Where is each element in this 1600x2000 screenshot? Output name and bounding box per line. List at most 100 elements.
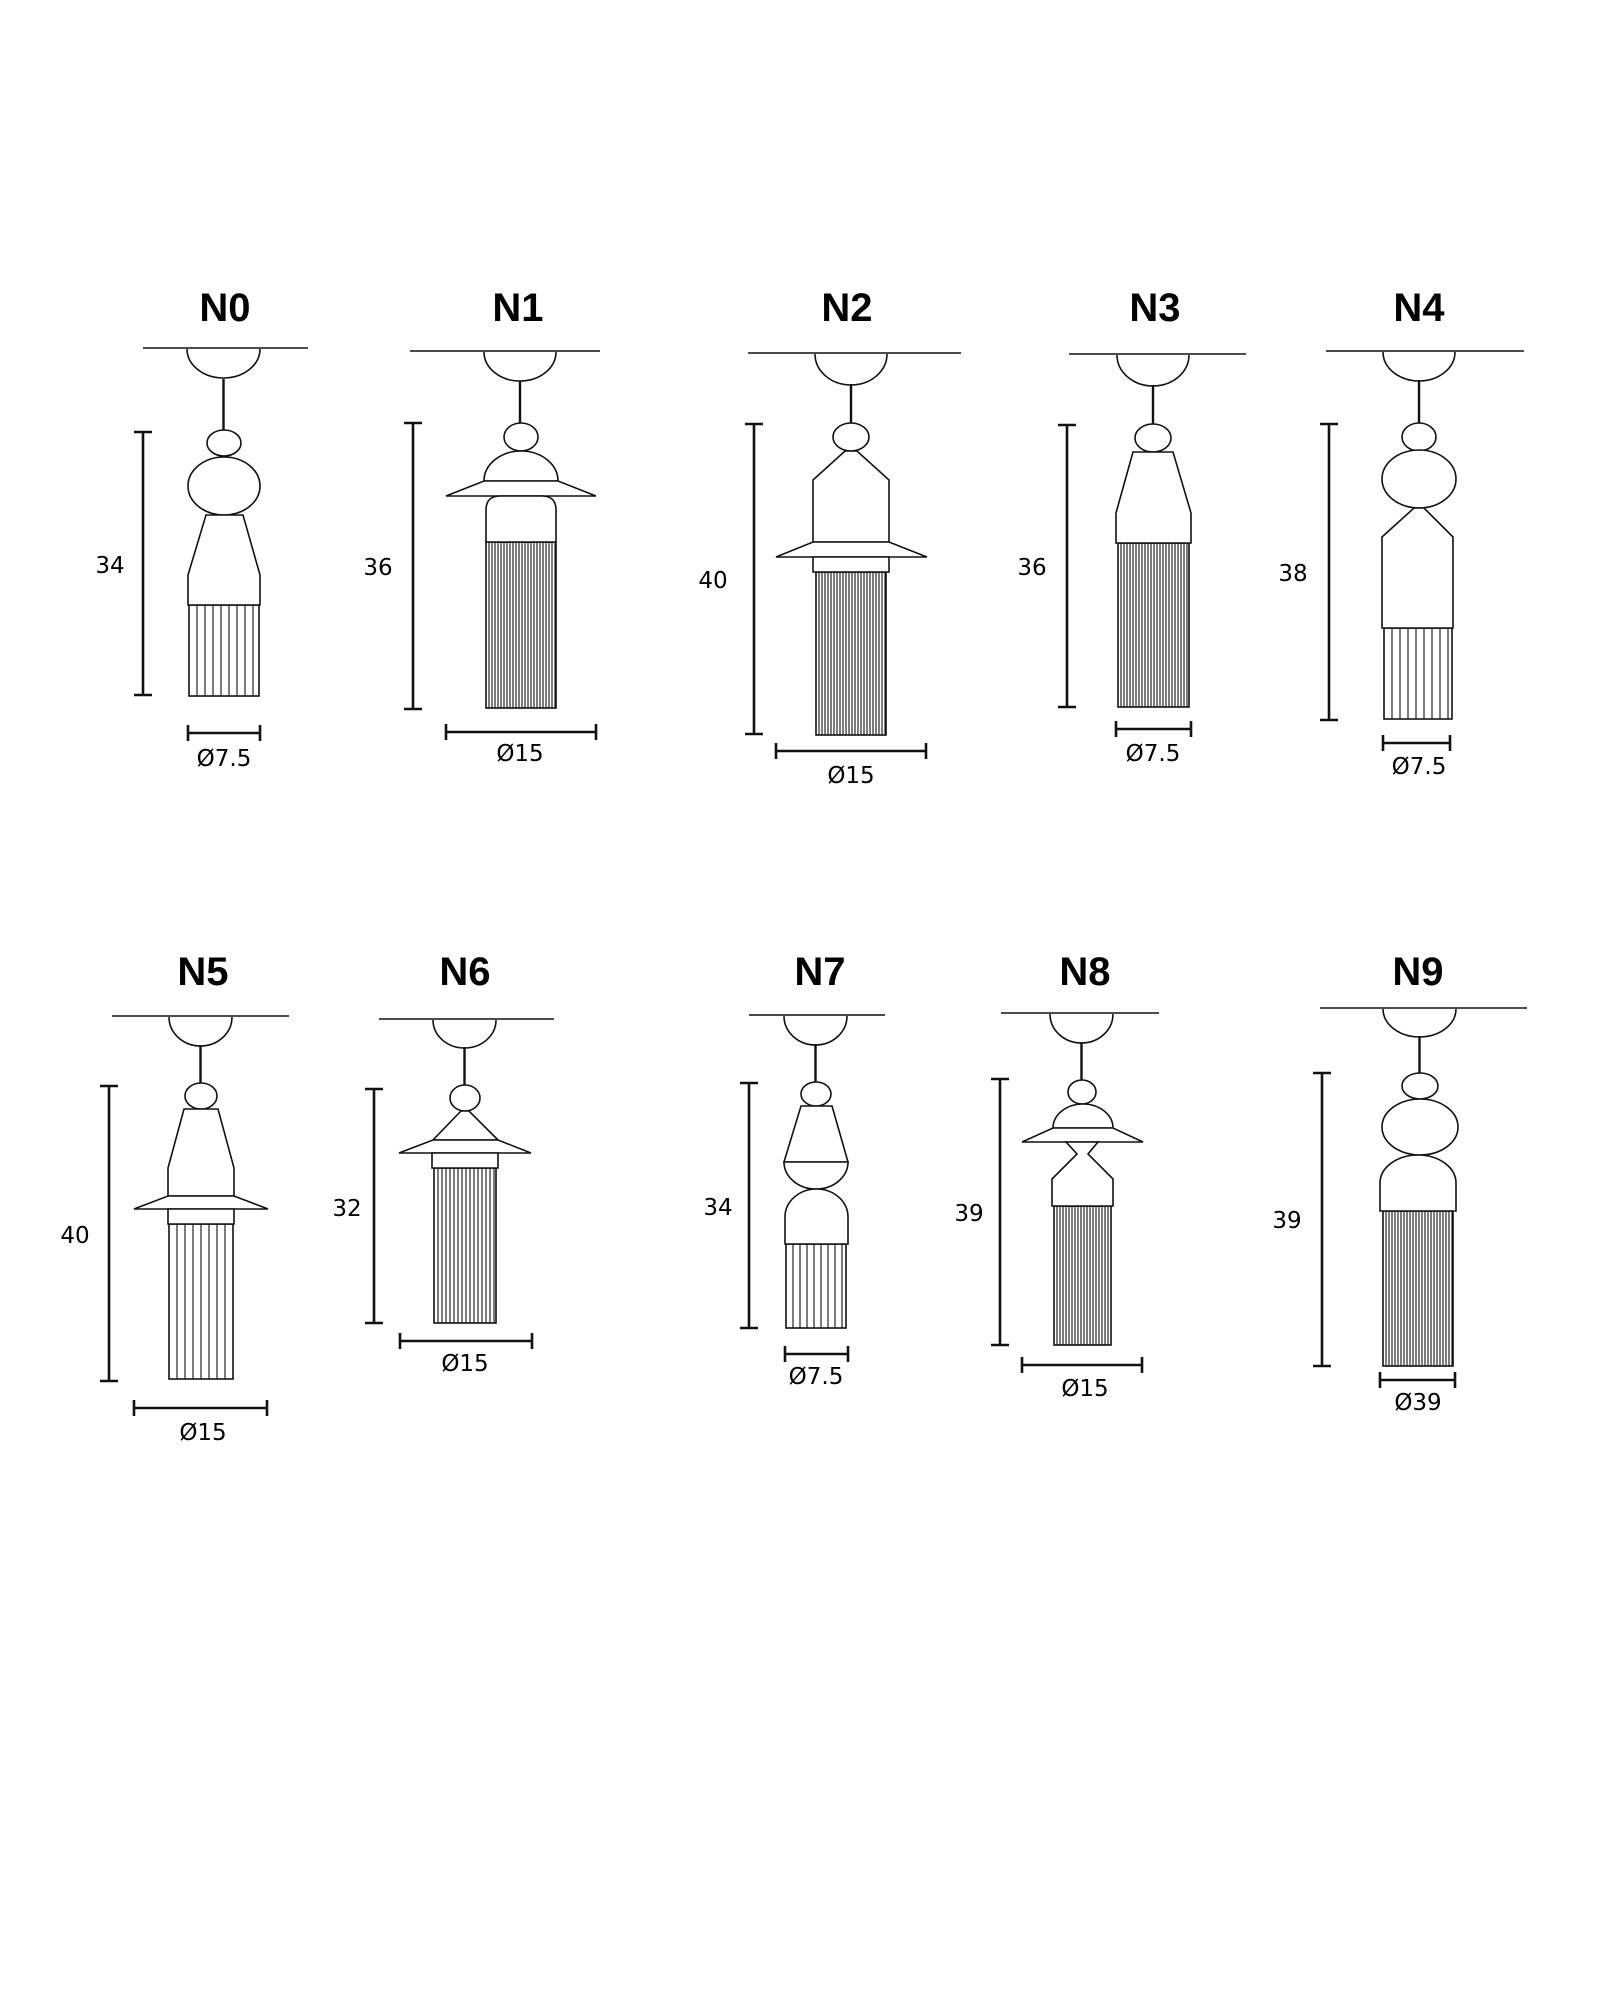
- glass-sphere: [800, 1081, 832, 1107]
- ceiling-canopy: [1049, 1013, 1114, 1044]
- diameter-dimension: Ø7.5: [186, 725, 262, 772]
- height-dimension: 39: [954, 1077, 1009, 1347]
- lamp-body-segment: [167, 1108, 235, 1197]
- height-dimension: 36: [363, 421, 422, 711]
- diameter-label: Ø15: [441, 1351, 488, 1377]
- height-label: 39: [954, 1201, 983, 1227]
- height-dimension: 36: [1017, 423, 1076, 709]
- lamp-dome-segment: [783, 1161, 849, 1190]
- height-label: 39: [1272, 1208, 1301, 1234]
- height-label: 36: [1017, 555, 1046, 581]
- lamp-dome-segment: [485, 495, 557, 543]
- glass-sphere: [1401, 1072, 1439, 1100]
- lamp-body-segment: [1381, 507, 1454, 629]
- model-title: N9: [1392, 950, 1443, 994]
- lamp-body-segment: [1051, 1141, 1114, 1207]
- model-title: N7: [794, 950, 845, 994]
- diameter-dimension: Ø15: [132, 1400, 269, 1446]
- lamp-body-segment: [398, 1139, 532, 1154]
- glass-sphere: [832, 422, 870, 452]
- lamp-body-segment: [431, 1110, 500, 1141]
- lamp-body-segment: [812, 556, 890, 573]
- height-label: 34: [703, 1195, 732, 1221]
- lamp-body-segment: [431, 1152, 499, 1169]
- glass-sphere: [449, 1084, 481, 1112]
- height-label: 36: [363, 555, 392, 581]
- diameter-dimension: Ø7.5: [1114, 721, 1193, 767]
- height-dimension: 40: [698, 422, 763, 736]
- tassel-fringe: [1053, 1205, 1112, 1346]
- lamp-dome-segment: [1379, 1154, 1457, 1212]
- tassel-fringe: [188, 604, 260, 697]
- tassel-fringe: [168, 1223, 234, 1380]
- lamp-body-segment: [782, 1105, 850, 1163]
- fringe-outline: [1383, 627, 1453, 720]
- model-title: N1: [492, 286, 543, 330]
- height-label: 40: [698, 568, 727, 594]
- model-title: N8: [1059, 950, 1110, 994]
- tassel-fringe: [1383, 627, 1453, 720]
- ceiling-canopy: [168, 1016, 233, 1047]
- model-title: N4: [1393, 286, 1445, 330]
- diameter-label: Ø15: [179, 1420, 226, 1446]
- diameter-dimension: Ø7.5: [783, 1346, 850, 1390]
- diameter-label: Ø15: [827, 763, 874, 789]
- diameter-label: Ø7.5: [197, 746, 252, 772]
- diameter-label: Ø39: [1394, 1390, 1441, 1416]
- glass-sphere: [1067, 1079, 1097, 1105]
- diameter-dimension: Ø7.5: [1381, 735, 1452, 780]
- lamp-body-segment: [1115, 451, 1192, 544]
- diameter-dimension: Ø39: [1378, 1372, 1457, 1416]
- ceiling-canopy: [186, 348, 261, 379]
- glass-sphere: [184, 1082, 218, 1110]
- diameter-label: Ø7.5: [789, 1364, 844, 1390]
- glass-sphere: [503, 422, 539, 452]
- diameter-label: Ø7.5: [1126, 741, 1181, 767]
- lamp-body-segment: [775, 541, 928, 558]
- height-label: 32: [332, 1196, 361, 1222]
- fringe-outline: [188, 604, 260, 697]
- lamp-body-segment: [133, 1195, 269, 1210]
- height-dimension: 32: [332, 1087, 383, 1325]
- height-label: 40: [60, 1223, 89, 1249]
- glass-sphere: [1381, 449, 1457, 509]
- height-dimension: 34: [703, 1081, 758, 1330]
- height-dimension: 34: [95, 430, 152, 697]
- height-dimension: 39: [1272, 1071, 1331, 1368]
- glass-sphere: [206, 429, 242, 457]
- height-label: 34: [95, 553, 124, 579]
- tassel-fringe: [433, 1167, 497, 1324]
- tassel-fringe: [815, 571, 887, 736]
- height-dimension: 38: [1278, 422, 1338, 722]
- model-title: N6: [439, 950, 490, 994]
- diameter-dimension: Ø15: [1020, 1357, 1144, 1402]
- tassel-fringe: [485, 541, 557, 709]
- lamp-dome-segment: [483, 450, 559, 482]
- glass-sphere: [1134, 423, 1172, 453]
- model-title: N0: [199, 286, 250, 330]
- glass-sphere: [1401, 422, 1437, 452]
- fringe-outline: [433, 1167, 497, 1324]
- fringe-outline: [785, 1243, 847, 1329]
- ceiling-canopy: [432, 1019, 497, 1049]
- ceiling-canopy: [814, 353, 888, 386]
- height-dimension: 40: [60, 1084, 118, 1383]
- ceiling-canopy: [483, 351, 557, 382]
- lamp-body-segment: [187, 514, 261, 606]
- height-label: 38: [1278, 561, 1307, 587]
- lamp-body-segment: [1021, 1127, 1144, 1143]
- lamp-body-segment: [167, 1208, 235, 1225]
- diameter-label: Ø15: [496, 741, 543, 767]
- diameter-label: Ø7.5: [1392, 754, 1447, 780]
- model-title: N3: [1129, 286, 1180, 330]
